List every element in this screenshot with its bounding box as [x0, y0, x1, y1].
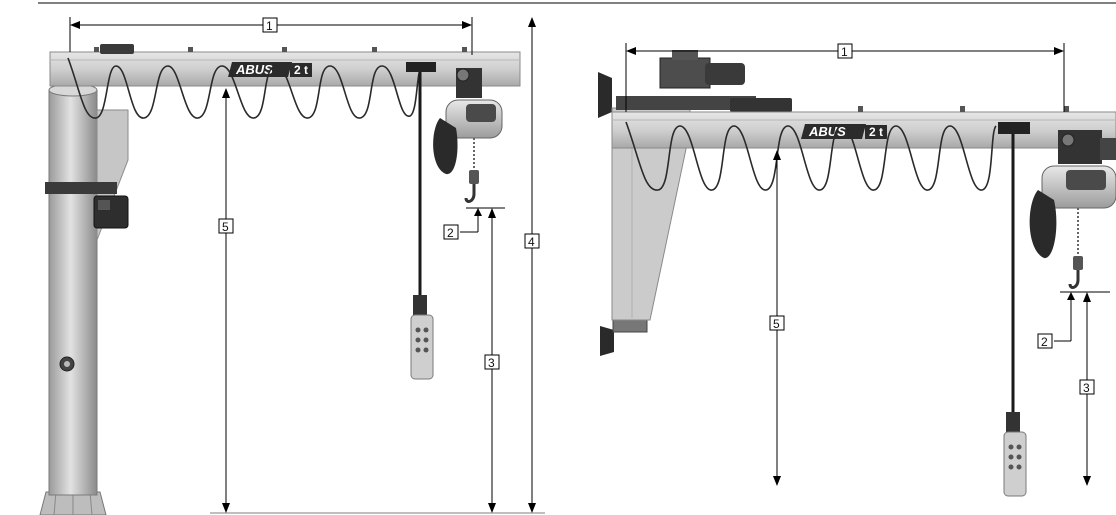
brand-capacity-left: 2 t — [294, 63, 308, 77]
dim-label-4: 4 — [528, 235, 535, 249]
pillar-column — [48, 89, 98, 496]
festoon-cable-left — [67, 57, 423, 119]
slewing-clamp — [45, 182, 117, 194]
dim-label-2-left: 2 — [447, 226, 454, 240]
brand-capacity-right: 2 t — [869, 125, 883, 139]
hook-left — [464, 184, 476, 203]
chain-bag-left — [433, 118, 458, 175]
wall-jib-crane: ABUS 2 t — [598, 50, 1116, 497]
dim-label-3-left: 3 — [488, 356, 495, 370]
festoon-cable-right — [625, 121, 997, 191]
pendant-control-right — [1003, 431, 1027, 497]
dim-label-1-right: 1 — [841, 45, 848, 59]
wall-bracket-bottom — [600, 326, 614, 356]
brand-name-right: ABUS — [808, 124, 846, 139]
dim-label-1-left: 1 — [266, 19, 273, 33]
dim-label-5-right: 5 — [773, 317, 780, 331]
dim-label-2-right: 2 — [1041, 335, 1048, 349]
wall-bracket-top — [598, 72, 612, 118]
jib-boom-right — [611, 111, 1116, 149]
brand-name-left: ABUS — [235, 62, 273, 77]
dimensions-right: 1 5 2 3 — [625, 43, 1110, 486]
pendant-control-left — [410, 314, 434, 380]
dimensions-left: 1 5 2 3 4 — [69, 17, 545, 514]
pillar-jib-crane: ABUS 2 t — [39, 44, 521, 515]
hook-right — [1068, 270, 1080, 289]
slew-motor — [659, 57, 711, 89]
chain-bag-right — [1029, 190, 1057, 259]
dim-label-5-left: 5 — [222, 220, 229, 234]
dim-label-3-right: 3 — [1083, 381, 1090, 395]
